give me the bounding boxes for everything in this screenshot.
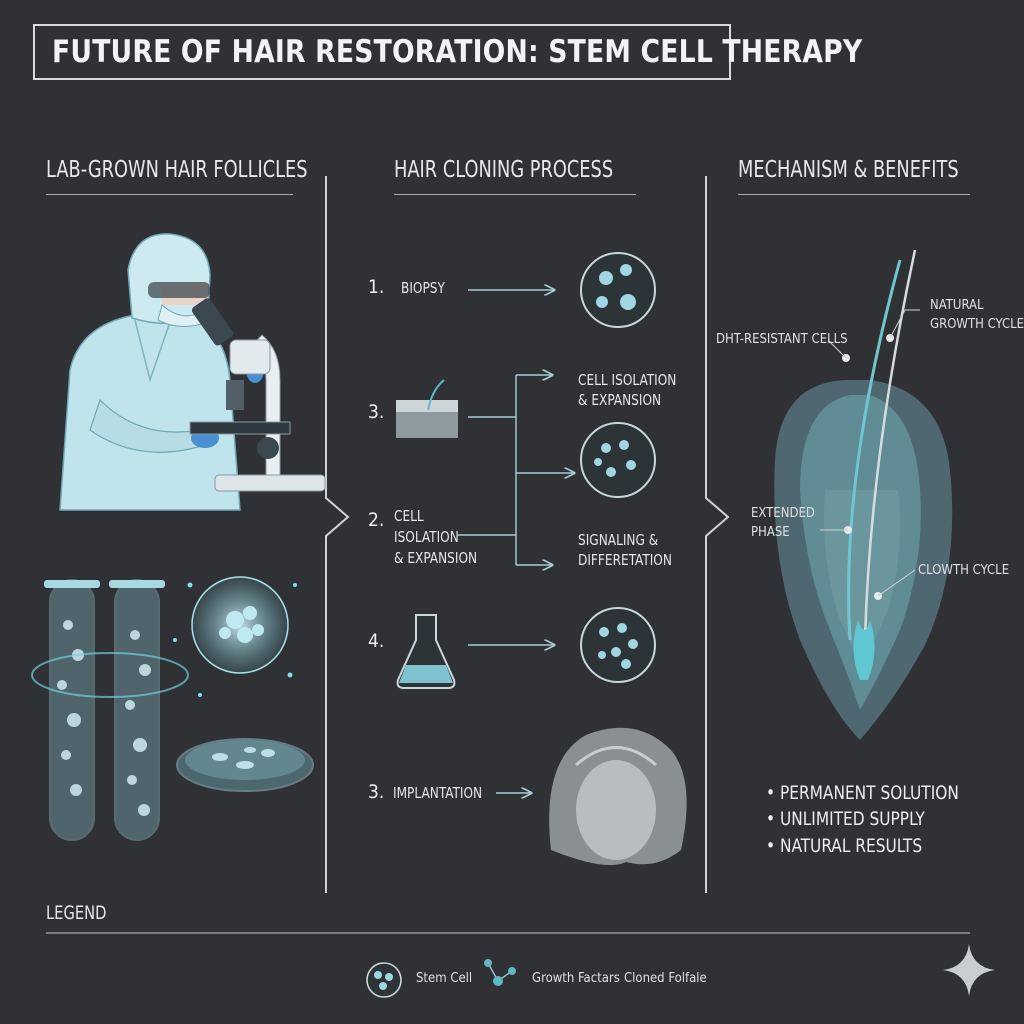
sparkle-icon	[943, 944, 995, 996]
step-1-number: 1.	[368, 276, 385, 298]
stem-cell-icon	[366, 962, 402, 998]
step-2-label: CELL ISOLATION & EXPANSION	[394, 507, 478, 567]
growth-factors-icon	[484, 959, 516, 986]
left-column-heading: LAB-GROWN HAIR FOLLICLES	[46, 157, 308, 183]
callout-extended-phase: EXTENDED PHASE	[751, 506, 815, 540]
legend-stem-cell-label: Stem Cell	[416, 971, 473, 986]
callout-clowth-cycle: CLOWTH CYCLE	[918, 563, 1010, 578]
callout-natural-growth-cycle: NATURAL GROWTH CYCLE	[930, 298, 1024, 332]
head-silhouette	[549, 727, 687, 866]
step-3b-label: IMPLANTATION	[393, 784, 483, 802]
benefit-natural-results: • NATURAL RESULTS	[766, 835, 923, 857]
stem-cell-dish-1	[580, 252, 656, 328]
branch-top-label: CELL ISOLATION & EXPANSION	[578, 371, 677, 409]
scientist-microscope-illustration	[59, 233, 326, 511]
step-3a-number: 3.	[368, 401, 385, 423]
middle-column-heading: HAIR CLONING PROCESS	[394, 157, 614, 183]
benefit-permanent-solution: • PERMANENT SOLUTION	[766, 782, 959, 804]
branch-bottom-label: SIGNALING & DIFFERETATION	[578, 531, 672, 569]
left-heading-rule	[46, 194, 293, 195]
stem-cell-dish-2	[580, 422, 656, 498]
cloning-process-graphics	[396, 252, 687, 866]
step-1-label: BIOPSY	[401, 279, 445, 297]
step-3b-number: 3.	[368, 781, 385, 803]
legend-cloned-follicle-label: Cloned Folfale	[624, 971, 707, 986]
right-heading-rule	[738, 194, 970, 195]
step-2-number: 2.	[368, 509, 385, 531]
callout-dht-resistant-cells: DHT-RESISTANT CELLS	[716, 332, 848, 347]
right-column-heading: MECHANISM & BENEFITS	[738, 157, 959, 183]
middle-heading-rule	[394, 194, 636, 195]
stem-cell-dish-3	[580, 607, 656, 683]
step-4-number: 4.	[368, 630, 385, 652]
page-title: FUTURE OF HAIR RESTORATION: STEM CELL TH…	[52, 34, 863, 70]
test-tubes-illustration	[31, 576, 314, 841]
hair-follicle-diagram	[774, 249, 953, 740]
title-frame	[33, 24, 731, 80]
benefit-unlimited-supply: • UNLIMITED SUPPLY	[766, 808, 925, 830]
legend-growth-factors-label: Growth Factars	[532, 971, 620, 986]
legend-heading: LEGEND	[46, 902, 107, 924]
